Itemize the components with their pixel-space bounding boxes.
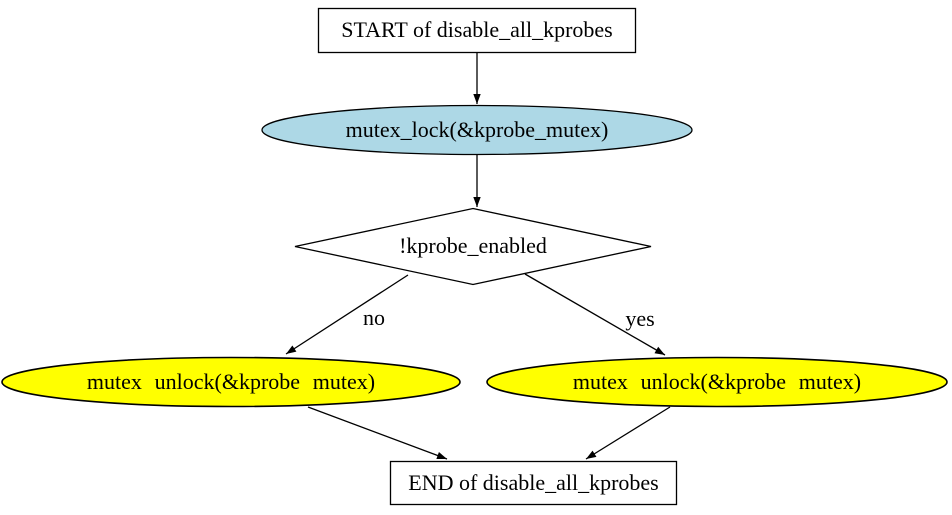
unlock-left-node-shape (1, 356, 461, 408)
mutex-lock-node-shape (261, 104, 693, 156)
edge-unlock-right-to-end (585, 406, 671, 460)
condition-node-shape (294, 207, 652, 286)
unlock-right-node-shape (486, 356, 948, 408)
edge-condition-no (285, 274, 409, 355)
edge-condition-yes (524, 273, 666, 356)
end-node-shape (389, 460, 678, 506)
start-node-shape (317, 7, 637, 54)
edge-unlock-left-to-end (307, 406, 448, 460)
